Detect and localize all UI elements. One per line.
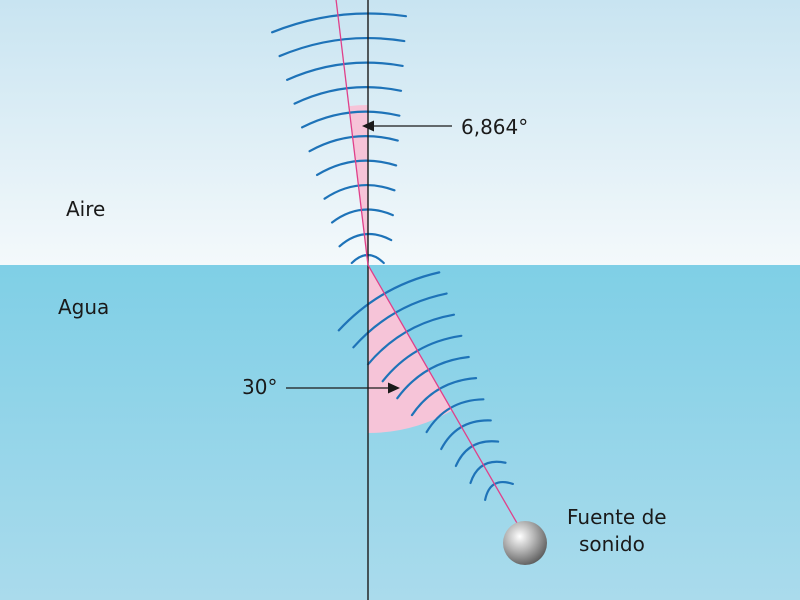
sound-source-icon [503, 521, 547, 565]
sound-source-label-line1: Fuente de [567, 505, 667, 529]
refraction-angle-label: 6,864° [461, 115, 528, 139]
water-region [0, 265, 800, 600]
water-label: Agua [58, 295, 109, 319]
incidence-angle-label: 30° [242, 375, 277, 399]
air-label: Aire [66, 197, 105, 221]
refraction-angle-pointer [362, 120, 452, 132]
incident-ray [367, 264, 524, 534]
incidence-angle-pointer [286, 382, 400, 394]
sound-source-label-line2: sonido [579, 532, 645, 556]
refracted-ray [335, 0, 369, 266]
air-region [0, 0, 800, 265]
